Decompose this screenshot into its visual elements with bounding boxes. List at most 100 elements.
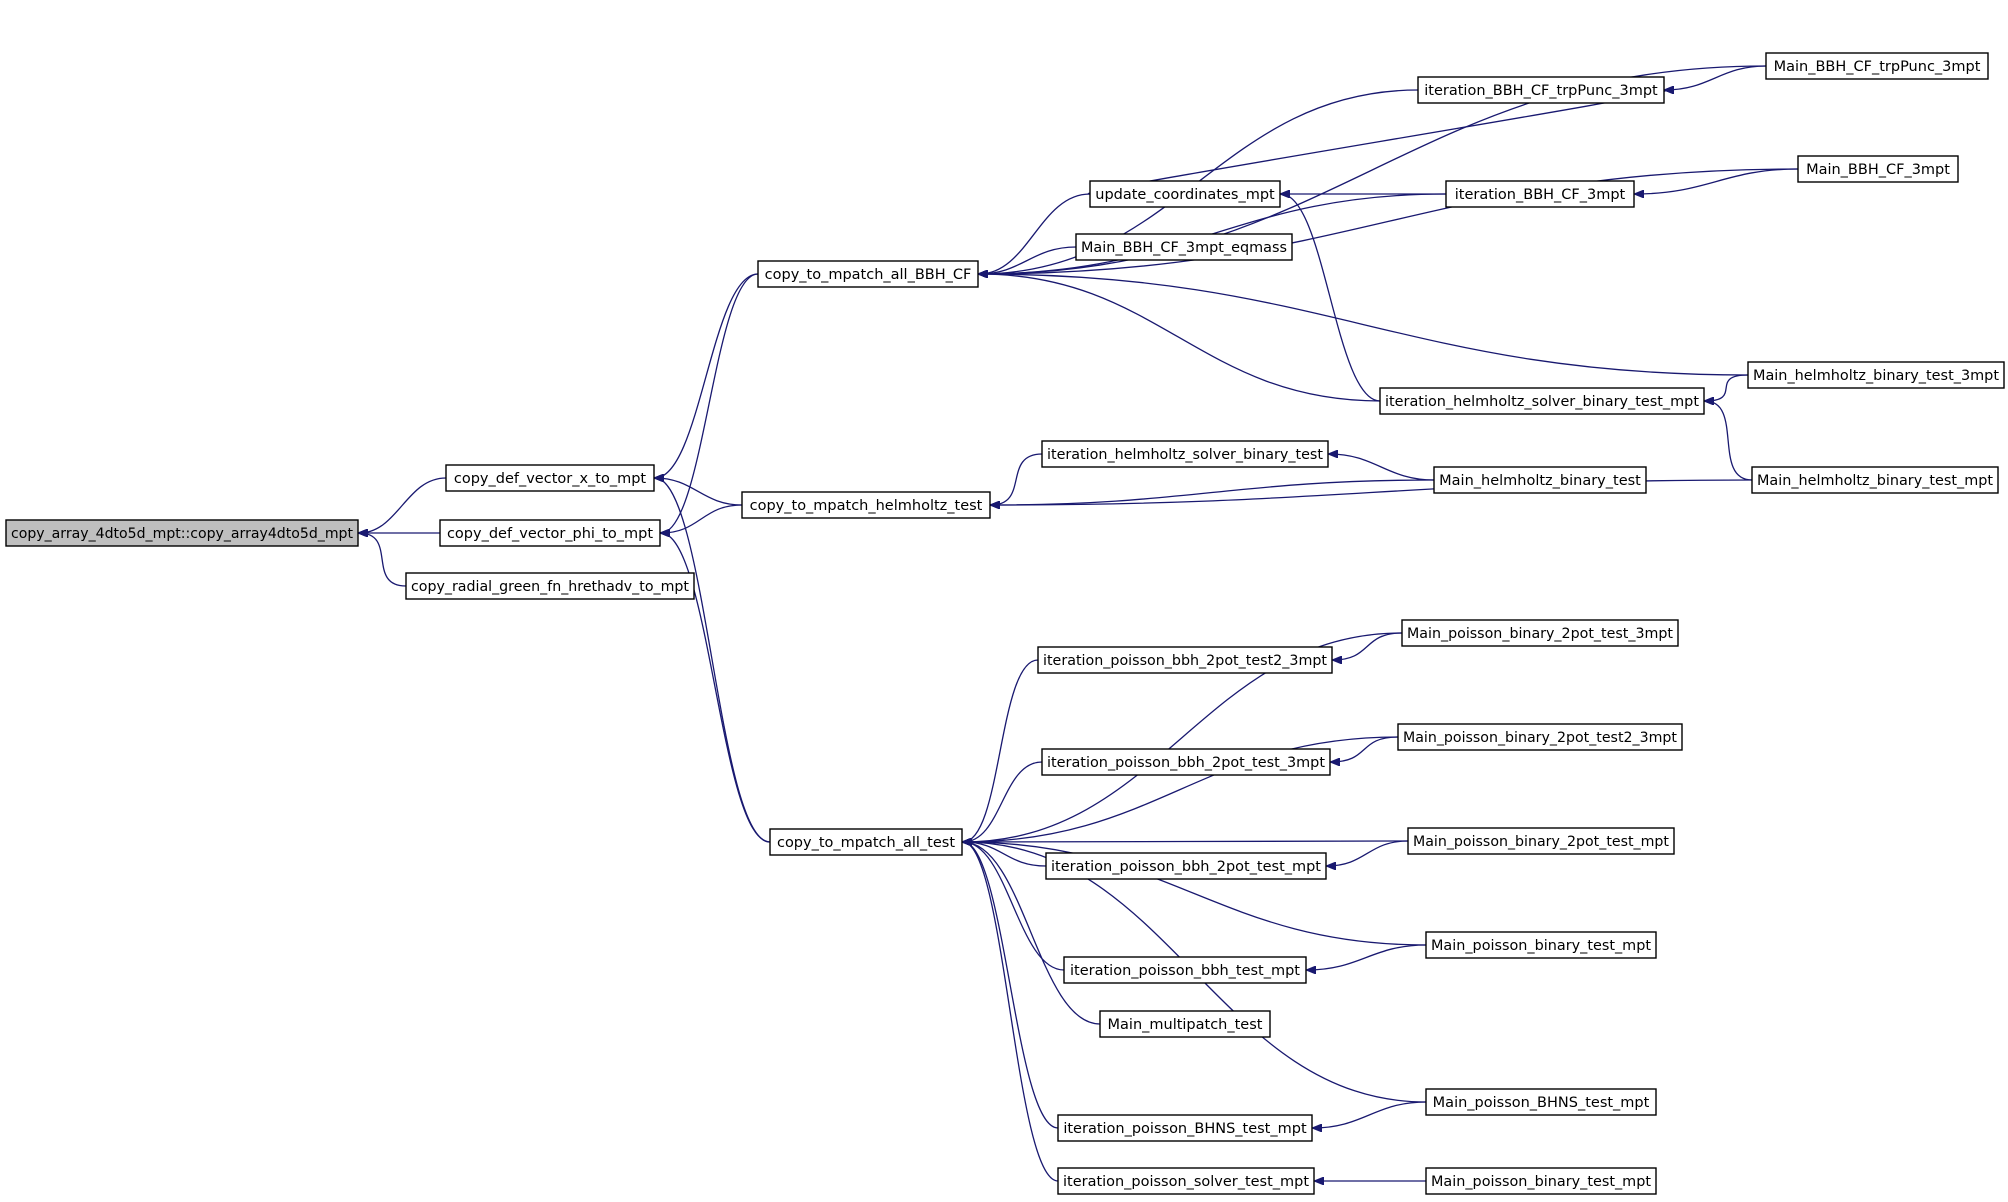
node-box — [1751, 466, 1999, 494]
node-box — [1057, 1167, 1315, 1195]
node-label: iteration_poisson_bbh_2pot_test_mpt — [1051, 859, 1321, 875]
node-copy-def-vector-phi-to-mpt[interactable]: copy_def_vector_phi_to_mpt — [439, 519, 661, 547]
node-label: Main_poisson_binary_test_mpt — [1431, 938, 1651, 954]
edge-it_hsb-to-ctm_helm — [991, 453, 1043, 505]
node-box — [1075, 233, 1293, 261]
node-label: copy_array_4dto5d_mpt::copy_array4dto5d_… — [11, 526, 353, 542]
node-box — [1747, 361, 2005, 389]
node-iteration-bbh-cf-3mpt[interactable]: iteration_BBH_CF_3mpt — [1445, 180, 1635, 208]
node-iteration-poisson-bbh-2pot-test-mpt[interactable]: iteration_poisson_bbh_2pot_test_mpt — [1045, 852, 1327, 880]
edge-ctm_all-to-cdvphi — [661, 533, 771, 843]
edge-it_hsbt-to-ctm_bbh — [979, 274, 1381, 402]
edge-main_hbt3-to-it_hsbt — [1705, 374, 1749, 401]
node-copy-def-vector-x-to-mpt[interactable]: copy_def_vector_x_to_mpt — [445, 464, 655, 492]
edge-main_p2tm-to-it_p2tm — [1327, 840, 1409, 866]
node-label: Main_poisson_binary_2pot_test_mpt — [1413, 834, 1669, 850]
node-label: copy_def_vector_x_to_mpt — [454, 471, 647, 487]
node-label: copy_def_vector_phi_to_mpt — [447, 526, 653, 542]
node-label: Main_multipatch_test — [1108, 1017, 1263, 1033]
node-label: Main_helmholtz_binary_test_3mpt — [1753, 368, 1999, 384]
node-main-helmholtz-binary-test-mpt[interactable]: Main_helmholtz_binary_test_mpt — [1751, 466, 1999, 494]
edge-main_hbt-to-ctm_helm — [991, 479, 1435, 505]
node-label: iteration_poisson_BHNS_test_mpt — [1063, 1121, 1307, 1137]
node-box — [757, 260, 979, 288]
node-box — [445, 464, 655, 492]
edge-main_bbh3-to-ctm_bbh — [979, 168, 1799, 274]
node-box — [1425, 1167, 1657, 1195]
node-box — [439, 519, 661, 547]
node-main-bbh-cf-3mpt-eqmass[interactable]: Main_BBH_CF_3mpt_eqmass — [1075, 233, 1293, 261]
node-iteration-poisson-bhns-test-mpt[interactable]: iteration_poisson_BHNS_test_mpt — [1057, 1114, 1313, 1142]
node-iteration-poisson-bbh-test-mpt[interactable]: iteration_poisson_bbh_test_mpt — [1063, 956, 1307, 984]
node-copy-to-mpatch-all-bbh-cf[interactable]: copy_to_mpatch_all_BBH_CF — [757, 260, 979, 288]
node-label: Main_BBH_CF_3mpt_eqmass — [1081, 240, 1287, 256]
node-copy-to-mpatch-all-test[interactable]: copy_to_mpatch_all_test — [769, 828, 963, 856]
node-main-bbh-cf-trppunc-3mpt[interactable]: Main_BBH_CF_trpPunc_3mpt — [1765, 52, 1989, 80]
node-iteration-poisson-solver-test-mpt[interactable]: iteration_poisson_solver_test_mpt — [1057, 1167, 1315, 1195]
node-main-bbh-cf-3mpt[interactable]: Main_BBH_CF_3mpt — [1797, 155, 1959, 183]
edge-it_pbt-to-ctm_all — [963, 842, 1065, 971]
node-box — [1045, 852, 1327, 880]
node-iteration-bbh-cf-trppunc-3mpt[interactable]: iteration_BBH_CF_trpPunc_3mpt — [1417, 76, 1665, 104]
nodes-layer: copy_array_4dto5d_mpt::copy_array4dto5d_… — [5, 52, 2005, 1195]
node-box — [1425, 1088, 1657, 1116]
edge-it_bhns-to-ctm_all — [963, 842, 1059, 1129]
node-main-multipatch-test[interactable]: Main_multipatch_test — [1099, 1010, 1271, 1038]
node-copy-to-mpatch-helmholtz-test[interactable]: copy_to_mpatch_helmholtz_test — [741, 491, 991, 519]
node-box — [1797, 155, 1959, 183]
edge-main_eq-to-ctm_bbh — [979, 246, 1077, 274]
edge-main_trp-to-it_trp — [1665, 65, 1767, 90]
node-iteration-helmholtz-solver-binary-test[interactable]: iteration_helmholtz_solver_binary_test — [1041, 440, 1329, 468]
edge-cdvx-to-root — [359, 477, 447, 533]
node-box — [1063, 956, 1307, 984]
edge-main_hbt3-to-ctm_bbh — [979, 274, 1749, 376]
edge-upd-to-it_trp — [1087, 90, 1666, 195]
node-copy-array-4dto5d-mpt-copy-array4dto5d-mpt[interactable]: copy_array_4dto5d_mpt::copy_array4dto5d_… — [5, 519, 359, 547]
node-label: iteration_poisson_solver_test_mpt — [1063, 1174, 1309, 1190]
node-box — [1425, 931, 1657, 959]
node-box — [1397, 723, 1683, 751]
node-label: iteration_BBH_CF_trpPunc_3mpt — [1424, 83, 1658, 99]
node-label: copy_to_mpatch_all_BBH_CF — [765, 267, 972, 283]
edge-main_bbh3-to-it_bbh3 — [1635, 168, 1799, 194]
edge-main_hbt-to-it_hsb — [1329, 454, 1435, 481]
node-label: iteration_BBH_CF_3mpt — [1455, 187, 1626, 203]
node-main-poisson-binary-test-mpt[interactable]: Main_poisson_binary_test_mpt — [1425, 1167, 1657, 1195]
node-main-helmholtz-binary-test-3mpt[interactable]: Main_helmholtz_binary_test_3mpt — [1747, 361, 2005, 389]
node-box — [1057, 1114, 1313, 1142]
node-box — [1401, 619, 1679, 647]
node-iteration-poisson-bbh-2pot-test2-3mpt[interactable]: iteration_poisson_bbh_2pot_test2_3mpt — [1037, 646, 1333, 674]
node-copy-radial-green-fn-hrethadv-to-mpt[interactable]: copy_radial_green_fn_hrethadv_to_mpt — [405, 572, 695, 600]
edge-main_pbt1-to-ctm_all — [963, 842, 1427, 946]
edge-crg-to-root — [359, 533, 407, 587]
node-label: copy_to_mpatch_helmholtz_test — [750, 498, 983, 514]
node-box — [1041, 440, 1329, 468]
node-main-poisson-binary-2pot-test2-3mpt[interactable]: Main_poisson_binary_2pot_test2_3mpt — [1397, 723, 1683, 751]
edge-main_bhns-to-it_bhns — [1313, 1101, 1427, 1128]
node-label: Main_BBH_CF_3mpt — [1806, 162, 1950, 178]
node-box — [1765, 52, 1989, 80]
node-main-poisson-bhns-test-mpt[interactable]: Main_poisson_BHNS_test_mpt — [1425, 1088, 1657, 1116]
node-box — [1089, 180, 1281, 208]
node-label: copy_to_mpatch_all_test — [777, 835, 955, 851]
node-main-poisson-binary-test-mpt[interactable]: Main_poisson_binary_test_mpt — [1425, 931, 1657, 959]
node-main-poisson-binary-2pot-test-3mpt[interactable]: Main_poisson_binary_2pot_test_3mpt — [1401, 619, 1679, 647]
edge-it_pst-to-ctm_all — [963, 842, 1059, 1182]
node-label: iteration_poisson_bbh_2pot_test_3mpt — [1047, 755, 1325, 771]
node-main-helmholtz-binary-test[interactable]: Main_helmholtz_binary_test — [1433, 466, 1647, 494]
edge-main_p2t2-to-ctm_all — [963, 736, 1399, 842]
node-label: copy_radial_green_fn_hrethadv_to_mpt — [411, 579, 689, 595]
node-box — [769, 828, 963, 856]
edge-upd-to-ctm_bbh — [979, 193, 1091, 274]
node-main-poisson-binary-2pot-test-mpt[interactable]: Main_poisson_binary_2pot_test_mpt — [1407, 827, 1675, 855]
node-iteration-poisson-bbh-2pot-test-3mpt[interactable]: iteration_poisson_bbh_2pot_test_3mpt — [1041, 748, 1331, 776]
node-update-coordinates-mpt[interactable]: update_coordinates_mpt — [1089, 180, 1281, 208]
edge-ctm_helm-to-cdvx — [655, 478, 743, 506]
edge-main_p2tm-to-ctm_all — [963, 841, 1409, 842]
edge-ctm_bbh-to-cdvx — [655, 273, 759, 478]
node-label: Main_poisson_binary_2pot_test2_3mpt — [1403, 730, 1677, 746]
node-box — [5, 519, 359, 547]
node-iteration-helmholtz-solver-binary-test-mpt[interactable]: iteration_helmholtz_solver_binary_test_m… — [1379, 387, 1705, 415]
node-box — [405, 572, 695, 600]
